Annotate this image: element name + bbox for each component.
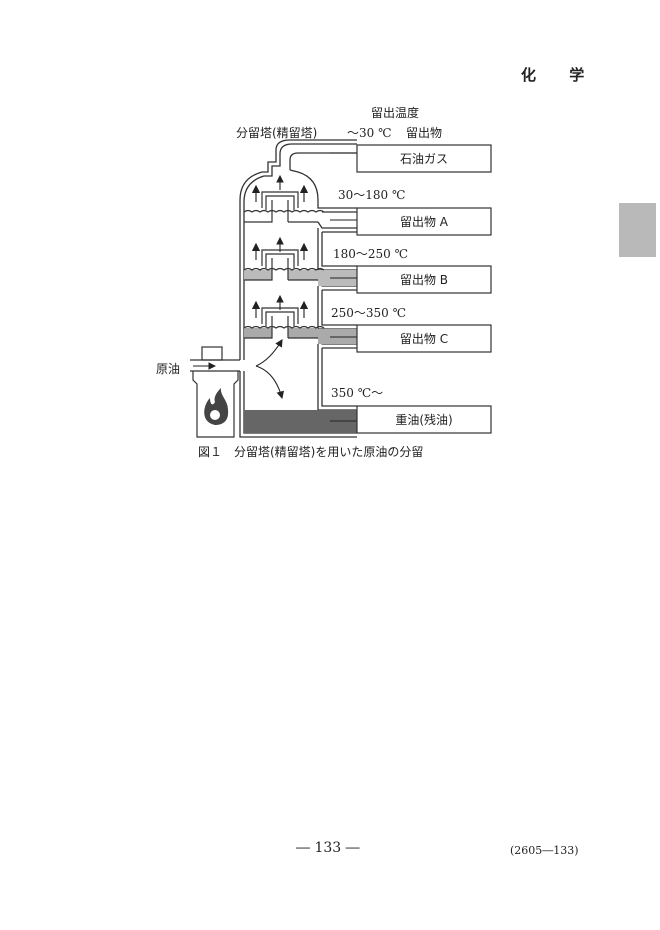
product-box xyxy=(356,405,492,434)
fraction-temp-a: 30～180 ℃ xyxy=(338,188,405,202)
feed-label: 原油 xyxy=(156,362,180,376)
temp-column-header: 留出温度 xyxy=(371,105,419,120)
gas-pipe-lower xyxy=(289,152,357,170)
product-column-header: 留出物 xyxy=(406,126,442,140)
subject-heading: 化 学 xyxy=(521,66,599,84)
fraction-temp-residue: 350 ℃～ xyxy=(331,386,383,400)
page-number: ― 133 ― xyxy=(296,840,360,856)
column-right-wall-2 xyxy=(321,290,357,326)
bubble-cap-tray xyxy=(243,307,325,339)
product-label: 留出物 A xyxy=(400,215,449,229)
product-label: 留出物 C xyxy=(400,332,448,346)
bubble-cap-tray xyxy=(243,249,325,281)
fraction-temp-gas: ～30 ℃ xyxy=(347,126,392,140)
product-box xyxy=(356,265,492,294)
product-box xyxy=(356,144,492,173)
section-tab-marker xyxy=(619,203,656,257)
exam-code: (2605―133) xyxy=(510,844,579,857)
product-box xyxy=(356,324,492,353)
column-right-wall-3 xyxy=(321,348,357,407)
figure-caption: 図１ 分留塔(精留塔)を用いた原油の分留 xyxy=(198,445,423,459)
fraction-temp-b: 180～250 ℃ xyxy=(333,247,408,261)
fraction-temp-c: 250～350 ℃ xyxy=(331,306,406,320)
flame-icon xyxy=(204,388,229,425)
product-label: 石油ガス xyxy=(400,152,448,166)
bubble-cap-tray xyxy=(243,191,325,223)
column-right-wall-1 xyxy=(321,232,357,267)
column-label: 分留塔(精留塔) xyxy=(236,126,317,140)
column-left-wall xyxy=(239,139,357,360)
dome-right xyxy=(289,169,357,209)
column-left-wall-inner xyxy=(243,143,357,360)
product-label: 重油(残油) xyxy=(395,413,452,427)
furnace xyxy=(192,346,239,438)
residue-liquid xyxy=(244,410,357,433)
product-box xyxy=(356,207,492,236)
product-label: 留出物 B xyxy=(400,273,448,287)
